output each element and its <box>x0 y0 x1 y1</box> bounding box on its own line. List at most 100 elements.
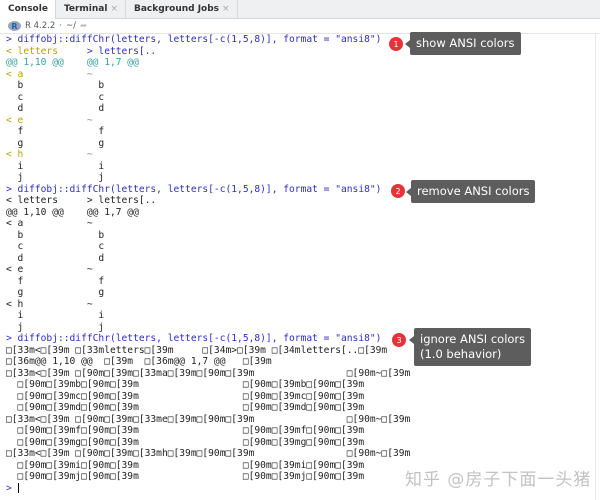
console-output-line: b b <box>6 80 410 92</box>
callout-tooltip-1: show ANSI colors <box>405 32 521 55</box>
callout-text: show ANSI colors <box>416 36 515 50</box>
console-output-line: □[33m<□[39m □[90m□[39m□[33ma□[39m□[90m□[… <box>6 368 410 380</box>
console-text: □[33m<□[39m □[90m□[39m□[33ma□[39m□[90m□[… <box>6 367 411 379</box>
console-text: g g <box>6 287 105 298</box>
console-text: c c <box>6 241 105 252</box>
tab-label: Background Jobs <box>134 4 220 14</box>
console-output-line: g g <box>6 138 410 150</box>
console-command-line: > diffobj::diffChr(letters, letters[-c(1… <box>6 184 410 196</box>
text-cursor <box>17 482 19 493</box>
console-output-line: < a ~ <box>6 218 410 230</box>
console-text: > diffobj::diffChr(letters, letters[-c(1… <box>6 34 382 45</box>
tab-label: Terminal <box>63 4 108 14</box>
console-text: d d <box>6 103 105 114</box>
console-output-line: @@ 1,10 @@ @@ 1,7 @@ <box>6 207 410 219</box>
console-output-line: j j <box>6 172 410 184</box>
console-output[interactable]: > diffobj::diffChr(letters, letters[-c(1… <box>6 34 410 494</box>
callout-badge-1: 1 <box>389 37 403 51</box>
console-text: □[90m□[39mb□[90m□[39m □[90m□[39mb□[90m□[… <box>6 379 365 390</box>
console-output-line: □[33m<□[39m □[33mletters□[39m □[34m>□[39… <box>6 345 410 357</box>
go-to-directory-icon[interactable]: ➦ <box>79 21 88 31</box>
tab-label: Console <box>8 4 48 14</box>
callout-text: remove ANSI colors <box>417 184 530 198</box>
console-text: i i <box>6 160 105 172</box>
console-text: > diffobj::diffChr(letters, letters[-c(1… <box>6 183 382 195</box>
console-output-line: □[33m<□[39m □[90m□[39m□[33me□[39m□[90m□[… <box>6 414 410 426</box>
scrollbar[interactable] <box>595 34 600 500</box>
console-output-line: g g <box>6 287 410 299</box>
console-command-line: > diffobj::diffChr(letters, letters[-c(1… <box>6 34 410 46</box>
console-text: d d <box>6 252 105 264</box>
console-text: @@ 1,10 @@ @@ 1,7 @@ <box>6 206 139 218</box>
console-output-line: □[33m<□[39m □[90m□[39m□[33mh□[39m□[90m□[… <box>6 448 410 460</box>
console-input-line[interactable]: > <box>6 482 410 495</box>
console-text: □[33m<□[39m □[90m□[39m□[33mh□[39m□[90m□[… <box>6 448 411 459</box>
callout-text: (1.0 behavior) <box>420 347 502 361</box>
console-text: i i <box>6 310 105 321</box>
console-text: j j <box>6 172 105 183</box>
console-text: > diffobj::diffChr(letters, letters[-c(1… <box>6 333 382 344</box>
console-text: < a <box>6 68 87 80</box>
console-text: < e ~ <box>6 264 93 275</box>
console-output-line: □[90m□[39mi□[90m□[39m □[90m□[39mi□[90m□[… <box>6 460 410 472</box>
console-text: □[90m□[39mj□[90m□[39m □[90m□[39mj□[90m□[… <box>6 471 365 482</box>
console-text: < letters > letters[.. <box>6 195 157 206</box>
console-text: ~ <box>86 114 93 126</box>
callout-badge-3: 3 <box>392 333 406 347</box>
console-output-line: d d <box>6 253 410 265</box>
callout-tooltip-3: ignore ANSI colors(1.0 behavior) <box>408 328 532 366</box>
console-output-line: < e ~ <box>6 264 410 276</box>
watermark: 知乎 @房子下面一头猪 <box>405 470 592 490</box>
console-text: ~ <box>86 68 93 80</box>
console-text: g g <box>6 137 105 149</box>
console-output-line: @@ 1,10 @@ @@ 1,7 @@ <box>6 57 410 69</box>
console-text: ~ <box>86 149 93 160</box>
tab-background-jobs[interactable]: Background Jobs× <box>126 0 238 19</box>
console-output-line: □[90m□[39mb□[90m□[39m □[90m□[39mb□[90m□[… <box>6 379 410 391</box>
console-text: < a ~ <box>6 218 93 229</box>
console-output-line: f f <box>6 126 410 138</box>
close-icon[interactable]: × <box>110 4 118 14</box>
console-output-line: < a ~ <box>6 69 410 81</box>
console-text: □[33m<□[39m □[90m□[39m□[33me□[39m□[90m□[… <box>6 413 411 425</box>
console-text: □[33m<□[39m □[33mletters□[39m □[34m>□[39… <box>6 344 388 356</box>
console-output-line: f f <box>6 276 410 288</box>
console-text: □[36m@@ 1,10 @@ □[39m □[36m@@ 1,7 @@ □[3… <box>6 356 272 367</box>
console-output-line: b b <box>6 230 410 242</box>
console-output-line: □[90m□[39mg□[90m□[39m □[90m□[39mg□[90m□[… <box>6 437 410 449</box>
console-text: j j <box>6 321 105 333</box>
console-text: f f <box>6 275 105 287</box>
console-output-line: < h ~ <box>6 299 410 311</box>
console-output-line: i i <box>6 310 410 322</box>
console-toolbar: R R 4.2.2 · ~/ ➦ <box>0 19 600 34</box>
console-output-line: i i <box>6 161 410 173</box>
callout-tooltip-2: remove ANSI colors <box>405 180 536 203</box>
console-text: □[90m□[39mi□[90m□[39m □[90m□[39mi□[90m□[… <box>6 459 365 471</box>
console-output-line: d d <box>6 103 410 115</box>
console-text: □[90m□[39mc□[90m□[39m □[90m□[39mc□[90m□[… <box>6 390 365 402</box>
console-output-line: c c <box>6 92 410 104</box>
console-output-line: < e ~ <box>6 115 410 127</box>
console-text: □[90m□[39mf□[90m□[39m □[90m□[39mf□[90m□[… <box>6 425 365 436</box>
console-output-line: □[90m□[39mj□[90m□[39m □[90m□[39mj□[90m□[… <box>6 471 410 483</box>
console-text: □[90m□[39md□[90m□[39m □[90m□[39md□[90m□[… <box>6 402 365 413</box>
callout-badge-2: 2 <box>391 184 405 198</box>
console-output-line: □[36m@@ 1,10 @@ □[39m □[36m@@ 1,7 @@ □[3… <box>6 356 410 368</box>
console-output-line: □[90m□[39mc□[90m□[39m □[90m□[39mc□[90m□[… <box>6 391 410 403</box>
console-text: < letters <box>6 45 87 57</box>
tab-console[interactable]: Console <box>0 0 56 19</box>
callout-text: ignore ANSI colors <box>420 332 526 346</box>
r-logo-icon: R <box>8 21 21 31</box>
working-directory[interactable]: ~/ <box>65 21 76 31</box>
tab-terminal[interactable]: Terminal× <box>56 0 126 19</box>
prompt: > <box>6 482 18 494</box>
console-output-line: < letters > letters[.. <box>6 46 410 58</box>
console-text: □[90m□[39mg□[90m□[39m □[90m□[39mg□[90m□[… <box>6 436 365 448</box>
r-version: R 4.2.2 <box>25 21 56 31</box>
console-text: @@ 1,10 @@ @@ 1,7 @@ <box>6 57 139 68</box>
separator: · <box>59 21 62 31</box>
close-icon[interactable]: × <box>222 4 230 14</box>
console-text: f f <box>6 126 105 137</box>
console-text: b b <box>6 80 105 91</box>
console-output-line: □[90m□[39mf□[90m□[39m □[90m□[39mf□[90m□[… <box>6 425 410 437</box>
